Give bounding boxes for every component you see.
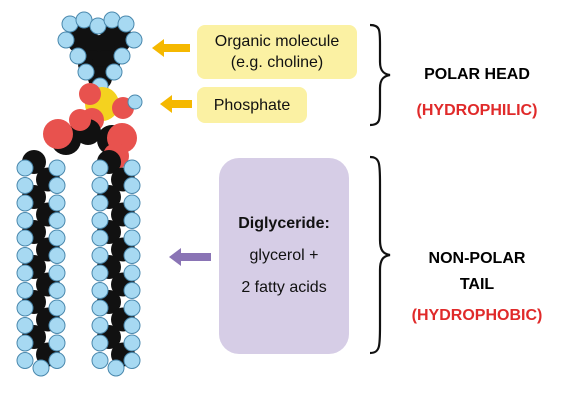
organic-molecule-label-box: Organic molecule (e.g. choline) <box>197 25 357 79</box>
hydrogen-atom <box>48 264 66 282</box>
hydrogen-atom <box>16 317 34 334</box>
hydrogen-atom <box>91 177 109 194</box>
polar-head-label: POLAR HEAD <box>424 66 530 83</box>
hydrogen-atom <box>16 212 34 229</box>
hydrogen-atom <box>16 299 34 317</box>
hydrogen-atom <box>91 282 109 299</box>
hydrogen-atom <box>48 247 66 264</box>
nonpolar-text: NON-POLAR <box>428 250 526 267</box>
hydrogen-atom <box>16 352 34 369</box>
hydrogen-atom <box>123 229 141 247</box>
hydrogen-atom <box>16 264 34 282</box>
hydrogen-atom <box>91 159 109 177</box>
hydrogen-atom <box>123 159 141 177</box>
oxygen-atom <box>69 109 91 131</box>
hydrogen-atom <box>123 194 141 212</box>
choline-head-atoms <box>57 11 143 95</box>
hydrogen-atom <box>16 159 34 177</box>
fatty-acid-tail-left <box>16 150 66 377</box>
hydrogen-atom <box>48 194 66 212</box>
hydrogen-atom <box>16 282 34 299</box>
hydrogen-atom <box>48 317 66 334</box>
hydrogen-atom <box>61 15 79 33</box>
choline-example-text: (e.g. choline) <box>230 54 324 71</box>
oxygen-atom <box>79 83 101 105</box>
fatty-acids-text: 2 fatty acids <box>241 279 327 296</box>
fatty-acid-tail-right <box>91 150 141 377</box>
hydrogen-atom <box>91 212 109 229</box>
oxygen-atom <box>43 119 73 149</box>
hydrogen-atom <box>91 229 109 247</box>
hydrogen-atom <box>123 282 141 299</box>
diglyceride-label-box: Diglyceride: glycerol + 2 fatty acids <box>219 158 349 354</box>
hydrogen-atom <box>123 352 141 369</box>
hydrogen-atom <box>123 212 141 229</box>
hydrogen-atom <box>16 229 34 247</box>
hydrogen-atom <box>123 264 141 282</box>
hydrogen-atom <box>117 15 135 33</box>
hydrogen-atom <box>48 212 66 229</box>
hydrogen-atom <box>91 299 109 317</box>
hydrogen-atom <box>57 31 75 49</box>
hydrogen-atom <box>48 282 66 299</box>
hydrogen-atom <box>103 11 121 29</box>
hydrogen-atom <box>91 264 109 282</box>
hydrogen-atom <box>48 352 66 369</box>
hydrogen-atom <box>48 299 66 317</box>
hydrogen-atom <box>16 247 34 264</box>
organic-molecule-text: Organic molecule <box>214 33 340 50</box>
hydrogen-atom <box>123 317 141 334</box>
hydrogen-atom <box>107 359 125 377</box>
phosphate-text: Phosphate <box>213 96 291 114</box>
hydrogen-atom <box>123 334 141 352</box>
hydrogen-atom <box>48 159 66 177</box>
hydrogen-atom <box>32 359 50 377</box>
hydrogen-atom <box>123 177 141 194</box>
hydrogen-atom <box>123 299 141 317</box>
hydrogen-atom <box>48 177 66 194</box>
phosphate-arrow-icon <box>160 95 192 113</box>
organic-arrow-icon <box>152 39 190 57</box>
hydrogen-atom <box>16 177 34 194</box>
hydrophobic-label: (HYDROPHOBIC) <box>411 307 543 324</box>
hydrogen-atom <box>16 334 34 352</box>
hydrogen-atom <box>91 247 109 264</box>
diglyceride-title: Diglyceride: <box>238 215 330 232</box>
polar-head-brace-icon <box>369 23 391 127</box>
glycerol-text: glycerol + <box>249 247 319 264</box>
hydrogen-atom <box>16 194 34 212</box>
hydrophilic-label: (HYDROPHILIC) <box>416 102 538 119</box>
hydrogen-atom <box>91 317 109 334</box>
hydrogen-atom <box>48 334 66 352</box>
hydrogen-atom <box>127 94 143 110</box>
phospholipid-molecule-model <box>16 11 143 377</box>
tail-text: TAIL <box>459 276 495 293</box>
hydrogen-atom <box>113 47 131 65</box>
hydrogen-atom <box>77 63 95 81</box>
hydrogen-atom <box>125 31 143 49</box>
nonpolar-tail-brace-icon <box>369 155 391 355</box>
hydrogen-atom <box>105 63 123 81</box>
phosphate-label-box: Phosphate <box>197 87 307 123</box>
diglyceride-arrow-icon <box>169 248 211 266</box>
hydrogen-atom <box>91 352 109 369</box>
hydrogen-atom <box>48 229 66 247</box>
hydrogen-atom <box>123 247 141 264</box>
hydrogen-atom <box>91 194 109 212</box>
hydrogen-atom <box>69 47 87 65</box>
hydrogen-atom <box>91 334 109 352</box>
nonpolar-tail-label: NON-POLAR TAIL <box>392 246 562 298</box>
